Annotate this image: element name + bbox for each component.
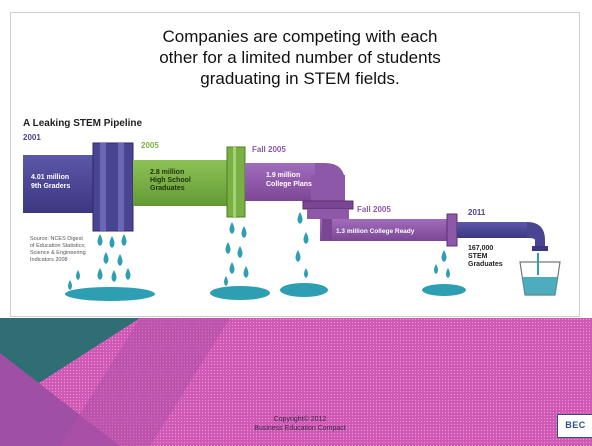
stage-3-value: 1.9 million [266,172,300,179]
stage-1-value: 4.01 million [31,174,69,181]
diagram-title: A Leaking STEM Pipeline [23,118,143,129]
stage-4-year: Fall 2005 [357,205,391,214]
headline-line-3: graduating in STEM fields. [200,69,400,88]
stage-1-year: 2001 [23,133,41,142]
stage-5-value: 167,000 [468,245,493,252]
glass-icon [519,253,561,296]
stage-5-desc-line-2: Graduates [468,261,503,268]
copyright-line-1: Copyright© 2012 [273,416,327,423]
stage-2-desc-line-1: High School [150,177,191,184]
footer-decoration [0,318,592,446]
pipe-stage-5 [457,222,548,251]
logo-text: BEC [565,420,586,430]
leak-drops-2 [210,222,270,300]
leak-drops-3 [280,212,328,297]
pipe-stage-1 [23,142,134,232]
leak-drops-4 [422,250,466,296]
headline-line-2: other for a limited number of students [159,48,441,67]
copyright-notice: Copyright© 2012 Business Education Compa… [150,415,450,433]
leak-drops-1 [65,234,155,301]
source-line-3: Science & Engineering [30,250,86,256]
copyright-line-2: Business Education Compact [254,425,346,432]
stage-2-year: 2005 [141,141,159,150]
stage-2-value: 2.8 million [150,169,184,176]
source-line-4: Indicators 2008 [30,257,68,263]
headline-line-1: Companies are competing with each [162,27,438,46]
stage-3-year: Fall 2005 [252,145,286,154]
source-line-1: Source: NCES Digest [30,236,83,242]
source-line-2: of Education Statistics; [30,243,86,249]
stage-2-desc-line-2: Graduates [150,185,185,192]
stage-4-value: 1.3 million College Ready [336,228,415,235]
stage-5-year: 2011 [468,208,486,217]
stage-3-desc: College Plans [266,181,312,188]
stage-5-desc-line-1: STEM [468,253,488,260]
stage-1-desc: 9th Graders [31,183,70,190]
slide-headline: Companies are competing with each other … [100,26,500,89]
pipe-stage-3 [245,163,354,219]
stem-pipeline-diagram: 2001 2005 Fall 2005 Fall 2005 2011 4.01 … [23,133,561,301]
bec-logo: BEC [557,414,592,438]
